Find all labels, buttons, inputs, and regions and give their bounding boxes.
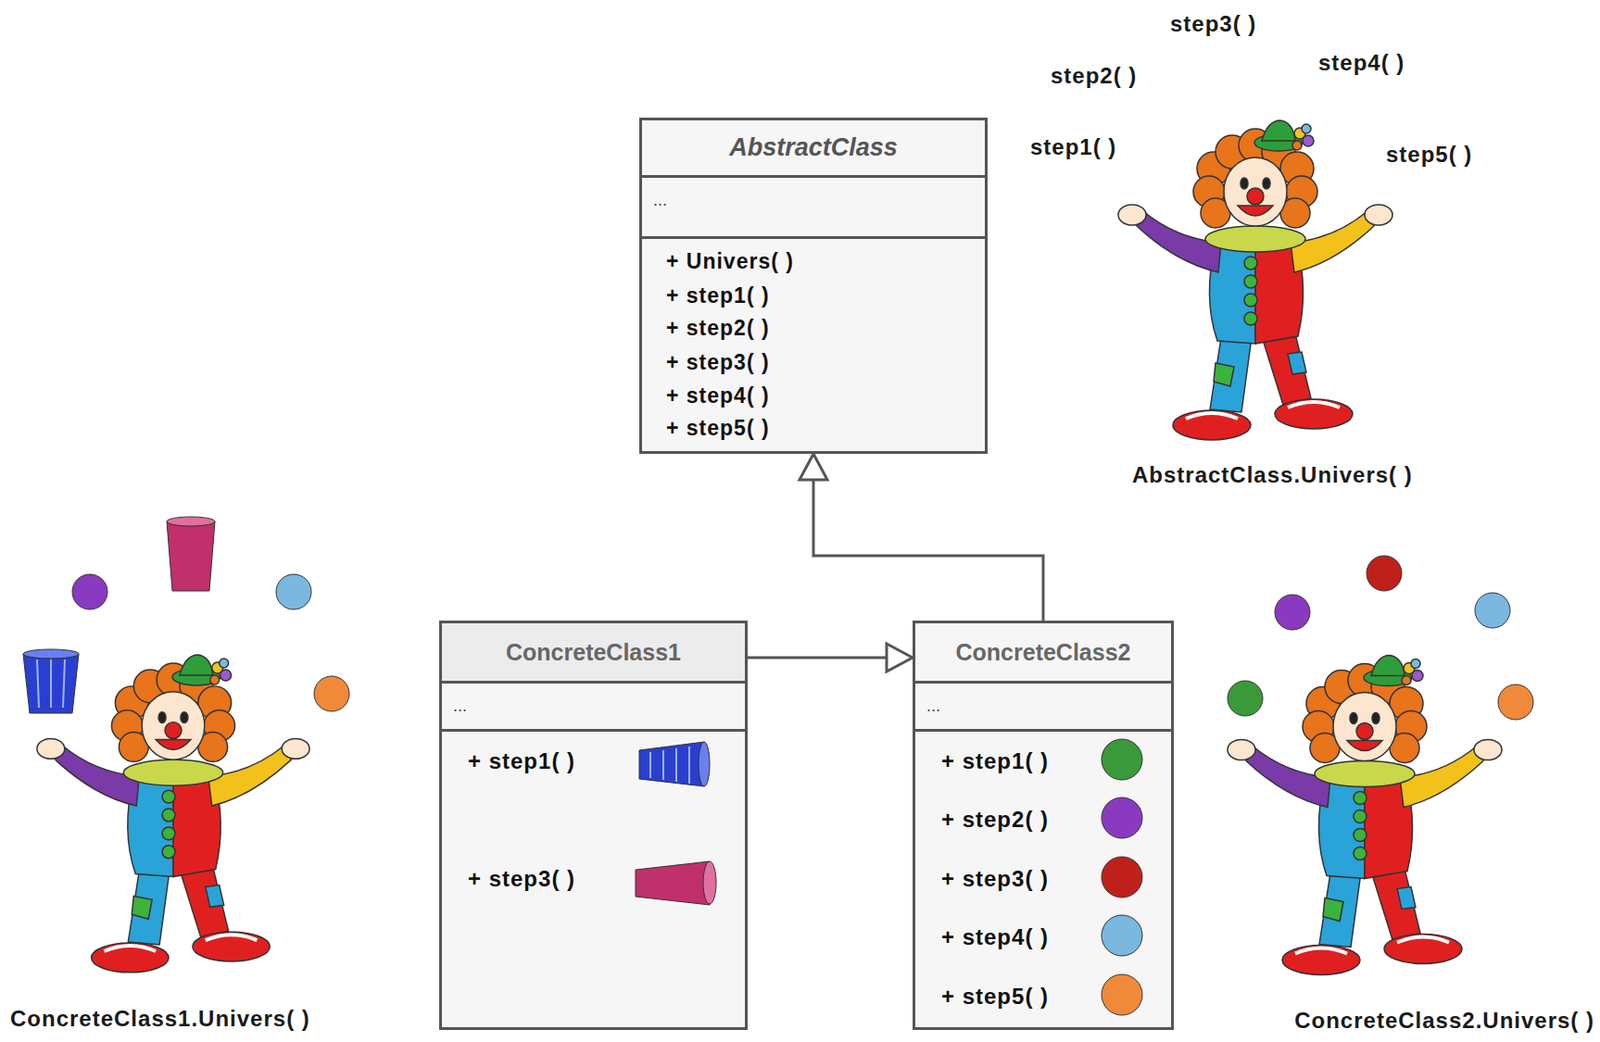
call-label: step4( ) <box>1318 50 1405 76</box>
call-label: step1( ) <box>1030 134 1117 161</box>
method-name: + step2( ) <box>666 315 770 341</box>
class-box: AbstractClass... + Univers( ) + step1( ) + … <box>639 117 988 454</box>
call-label: ConcreteClass1.Univers( ) <box>10 1006 311 1033</box>
class-box: ConcreteClass1... + step1( ) + step3( ) <box>439 620 748 1031</box>
method-name: + Univers( ) <box>666 249 794 275</box>
class-name-compartment: ConcreteClass2 <box>915 623 1172 684</box>
method-name: + step5( ) <box>666 415 770 441</box>
method-name: + step4( ) <box>666 383 770 409</box>
method-name: + step2( ) <box>941 806 1049 833</box>
generalization-arrow <box>799 453 1044 621</box>
class-box: ConcreteClass2... + step1( ) + step2( ) + s… <box>912 620 1174 1031</box>
call-label: step2( ) <box>1050 62 1137 89</box>
attribute-placeholder: ... <box>453 696 467 717</box>
class-name-compartment: AbstractClass <box>642 120 985 178</box>
attribute-compartment: ... <box>915 683 1172 732</box>
class-name: ConcreteClass2 <box>956 639 1132 667</box>
method-name: + step1( ) <box>467 748 576 775</box>
class-name-compartment: ConcreteClass1 <box>441 623 745 684</box>
attribute-placeholder: ... <box>926 696 941 717</box>
method-name: + step3( ) <box>941 866 1049 893</box>
method-name: + step1( ) <box>666 283 770 309</box>
class-name: ConcreteClass1 <box>505 639 681 667</box>
call-label: ConcreteClass2.Univers( ) <box>1294 1007 1595 1034</box>
method-name: + step1( ) <box>941 748 1049 775</box>
method-name: + step4( ) <box>941 924 1049 951</box>
attribute-compartment: ... <box>441 683 745 732</box>
method-name: + step5( ) <box>941 983 1049 1010</box>
call-label: step3( ) <box>1170 11 1257 38</box>
call-label: AbstractClass.Univers( ) <box>1132 462 1413 489</box>
attribute-placeholder: ... <box>653 190 668 211</box>
method-name: + step3( ) <box>467 866 576 893</box>
method-name: + step3( ) <box>666 350 770 376</box>
class-name: AbstractClass <box>729 133 898 163</box>
call-label: step5( ) <box>1385 141 1473 168</box>
generalization-arrow <box>747 643 913 672</box>
attribute-compartment: ... <box>642 177 985 240</box>
